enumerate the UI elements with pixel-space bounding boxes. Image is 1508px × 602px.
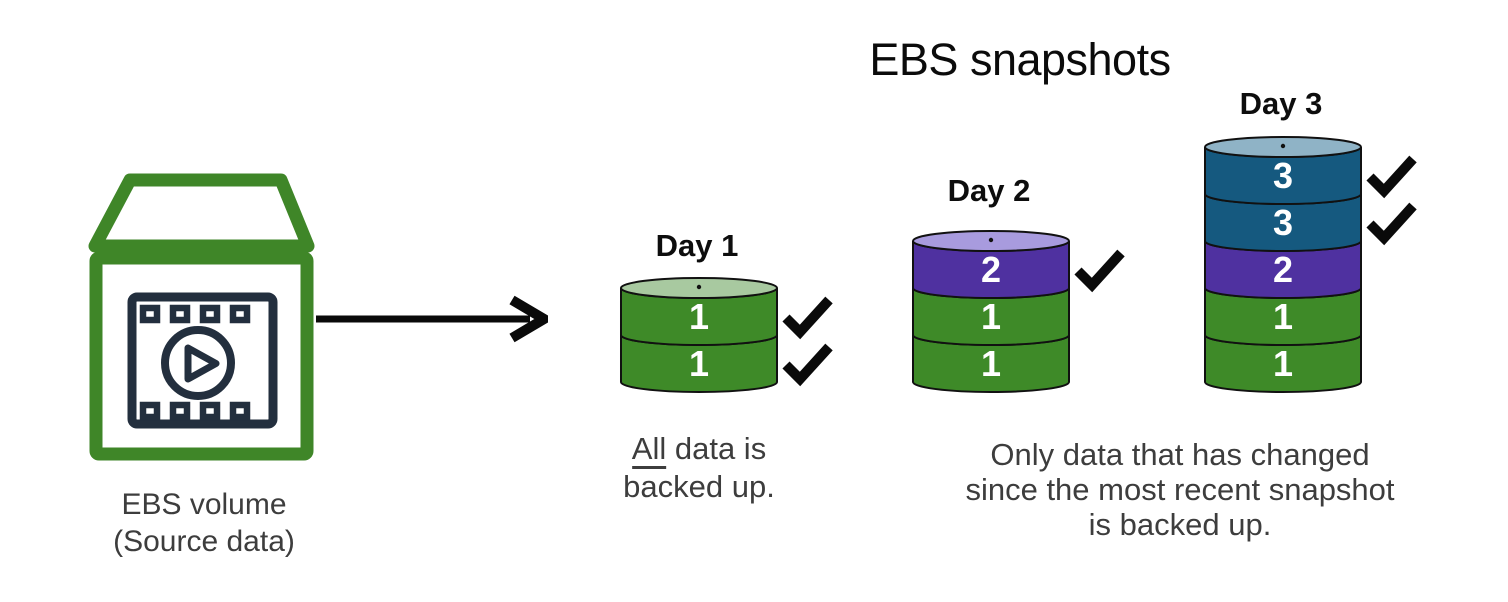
segment-number: 1 xyxy=(981,343,1001,384)
filmstrip-top-holes xyxy=(139,304,251,324)
checkmark-icon xyxy=(1074,249,1125,293)
incremental-caption-line3: is backed up. xyxy=(1088,507,1272,542)
snapshot-stack-svg: 3 3 2 1 1 xyxy=(1204,136,1417,393)
play-triangle-icon xyxy=(184,344,220,383)
play-circle-icon xyxy=(161,326,235,400)
right-arrow-icon xyxy=(316,295,548,343)
volume-box-shape xyxy=(89,251,314,461)
full-backup-caption-line2: backed up. xyxy=(623,469,775,504)
full-backup-caption-line1: All data is xyxy=(623,430,775,469)
source-caption-line1: EBS volume xyxy=(121,488,287,521)
snapshot-stack-svg: 2 1 1 xyxy=(912,230,1125,393)
day-1-label: Day 1 xyxy=(655,228,739,263)
day-2-label: Day 2 xyxy=(947,173,1031,208)
incremental-caption-line2: since the most recent snapshot xyxy=(965,472,1395,507)
segment-number: 1 xyxy=(1273,296,1293,337)
segment-number: 2 xyxy=(1273,249,1293,290)
filmstrip-bottom-holes xyxy=(139,401,251,421)
source-caption: EBS volume (Source data) xyxy=(113,486,295,560)
incremental-caption-line1: Only data that has changed xyxy=(990,437,1370,472)
segment-number: 2 xyxy=(981,249,1001,290)
diagram-title: EBS snapshots xyxy=(869,34,1171,85)
segment-number: 3 xyxy=(1273,155,1293,196)
segment-number: 3 xyxy=(1273,202,1293,243)
cylinder-top-dot xyxy=(696,284,702,290)
full-backup-caption: All data is backed up. xyxy=(623,430,775,506)
cylinder-top-dot xyxy=(1280,143,1286,149)
segment-number: 1 xyxy=(689,343,709,384)
ebs-volume-icon xyxy=(88,173,315,461)
checkmark-icon xyxy=(1366,155,1417,199)
day-2-snapshot-stack: 2 1 1 xyxy=(911,229,1141,399)
checkmark-icon xyxy=(782,296,833,340)
day-3-snapshot-stack: 3 3 2 1 1 xyxy=(1203,135,1433,399)
cylinder-top-dot xyxy=(988,237,994,243)
segment-number: 1 xyxy=(1273,343,1293,384)
underlined-word: All xyxy=(631,431,667,469)
checkmark-icon xyxy=(782,343,833,387)
checkmark-icon xyxy=(1366,202,1417,246)
volume-lid-shape xyxy=(88,173,315,253)
segment-number: 1 xyxy=(981,296,1001,337)
day-3-label: Day 3 xyxy=(1239,86,1323,121)
incremental-backup-caption: Only data that has changed since the mos… xyxy=(965,437,1394,542)
snapshot-stack-svg: 11 xyxy=(620,277,833,393)
source-caption-line2: (Source data) xyxy=(113,525,295,558)
filmstrip-frame xyxy=(127,292,278,429)
segment-number: 1 xyxy=(689,296,709,337)
